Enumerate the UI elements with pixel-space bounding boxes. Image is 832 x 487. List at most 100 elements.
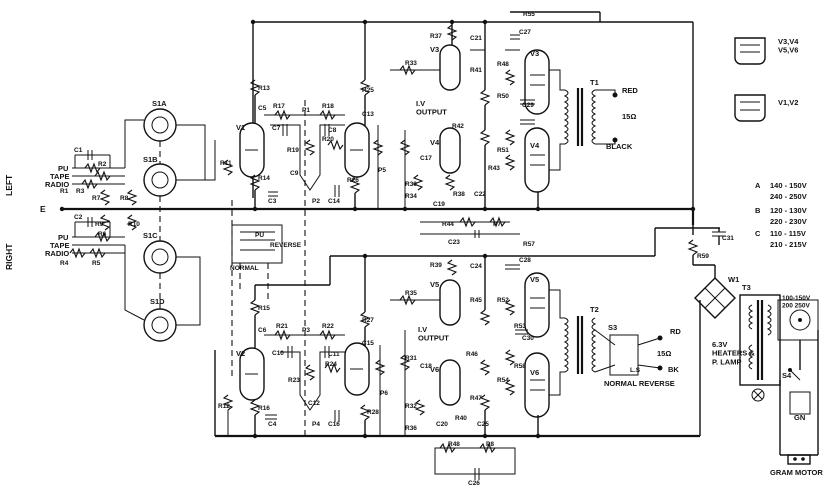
label-c28: C28 (519, 257, 531, 264)
label-c8: C8 (328, 127, 337, 134)
label-r35: R35 (405, 290, 417, 297)
power-supply (687, 228, 819, 465)
switch-s1c (143, 240, 177, 274)
label-pinout-bottom: V1,V2 (778, 98, 798, 107)
label-c29: C29 (522, 102, 534, 109)
label-r5: R5 (92, 260, 101, 267)
label-r7: R7 (92, 195, 101, 202)
label-c25: C25 (477, 421, 489, 428)
label-r52: R52 (497, 297, 509, 304)
label-r24: R24 (325, 361, 337, 368)
pinout-v1-v2 (734, 94, 766, 122)
label-r37: R37 (430, 33, 442, 40)
label-r33: R33 (405, 60, 417, 67)
label-r55: R55 (523, 11, 535, 18)
label-pu-bottom: PU (58, 233, 68, 242)
label-s1a: S1A (152, 99, 167, 108)
label-c1: C1 (74, 147, 83, 154)
voltage-c-1: 110 - 115V (770, 229, 806, 238)
label-p6: P6 (380, 390, 388, 397)
label-r51: R51 (497, 147, 509, 154)
label-c2: C2 (74, 214, 83, 221)
label-p7: P7 (493, 221, 501, 228)
label-p1: P1 (302, 107, 310, 114)
selector-switches (124, 108, 216, 342)
label-c23: C23 (448, 239, 460, 246)
top-power-stage (390, 22, 618, 238)
label-r46: R46 (466, 351, 478, 358)
label-c5: C5 (258, 105, 267, 112)
switch-s1b (143, 163, 177, 197)
label-c7: C7 (272, 125, 281, 132)
label-r27: R27 (362, 317, 374, 324)
tube-v3 (524, 49, 550, 115)
label-r54: R54 (497, 377, 509, 384)
label-sw-reverse: REVERSE (270, 242, 302, 249)
label-c26: C26 (468, 480, 480, 487)
label-v6-pre: V6 (430, 365, 439, 374)
label-gram-motor: GRAM MOTOR (770, 468, 823, 477)
label-r48: R48 (497, 61, 509, 68)
label-pu-top: PU (58, 164, 68, 173)
label-sw-normal: NORMAL (230, 265, 259, 272)
voltage-key-b: B (755, 206, 761, 215)
switch-s1d (143, 308, 177, 342)
label-v4: V4 (530, 141, 540, 150)
label-r30: R30 (405, 181, 417, 188)
label-r20: R20 (322, 136, 334, 143)
gram-motor (787, 454, 811, 465)
label-ohms-top: 15Ω (622, 112, 636, 121)
phase-switch (231, 200, 283, 380)
label-r22: R22 (322, 323, 334, 330)
label-s3: S3 (608, 323, 617, 332)
label-radio-bottom: RADIO (45, 249, 69, 258)
label-c22: C22 (474, 191, 486, 198)
tube-v6-pre (439, 359, 461, 406)
labels: LEFT E RIGHT PU TAPE RADIO PU TAPE RADIO… (4, 11, 823, 487)
tube-v4 (524, 127, 550, 193)
label-r48b: R48 (448, 441, 460, 448)
label-tape-bottom: TAPE (50, 241, 69, 250)
label-r38: R38 (453, 191, 465, 198)
label-c11: C11 (328, 351, 340, 358)
label-r6: R6 (98, 231, 107, 238)
bus-lines (62, 11, 720, 438)
label-r11: R11 (220, 160, 232, 167)
voltage-table: A 140 - 150V 240 - 250V B 120 - 130V 220… (755, 181, 807, 249)
top-preamp (239, 22, 384, 440)
label-r19: R19 (287, 147, 299, 154)
voltage-c-2: 210 - 215V (770, 240, 807, 249)
label-v3-pre: V3 (430, 45, 439, 54)
label-black: BLACK (606, 142, 633, 151)
switch-s1a (143, 108, 177, 142)
label-r13: R13 (258, 85, 270, 92)
transformer-t2 (563, 317, 569, 373)
rectifier-w1 (694, 277, 736, 319)
label-r53: R53 (514, 323, 526, 330)
label-r15: R15 (258, 305, 270, 312)
label-v4-pre: V4 (430, 138, 440, 147)
label-r57: R57 (523, 241, 535, 248)
label-r4: R4 (60, 260, 69, 267)
label-v2: V2 (236, 349, 245, 358)
pinout-diagrams (734, 37, 766, 122)
label-r45: R45 (470, 297, 482, 304)
label-c6: C6 (258, 327, 267, 334)
transformer-t3 (739, 294, 781, 386)
label-r23: R23 (288, 377, 300, 384)
label-p3: P3 (302, 327, 310, 334)
label-p8: P8 (486, 441, 494, 448)
label-c13: C13 (362, 111, 374, 118)
label-r28: R28 (367, 409, 379, 416)
label-c4: C4 (268, 421, 277, 428)
label-r39: R39 (430, 262, 442, 269)
label-s4: S4 (782, 371, 792, 380)
label-r40: R40 (455, 415, 467, 422)
label-c18: C18 (420, 363, 432, 370)
label-r21: R21 (276, 323, 288, 330)
label-r14: R14 (258, 175, 270, 182)
label-p4: P4 (312, 421, 320, 428)
